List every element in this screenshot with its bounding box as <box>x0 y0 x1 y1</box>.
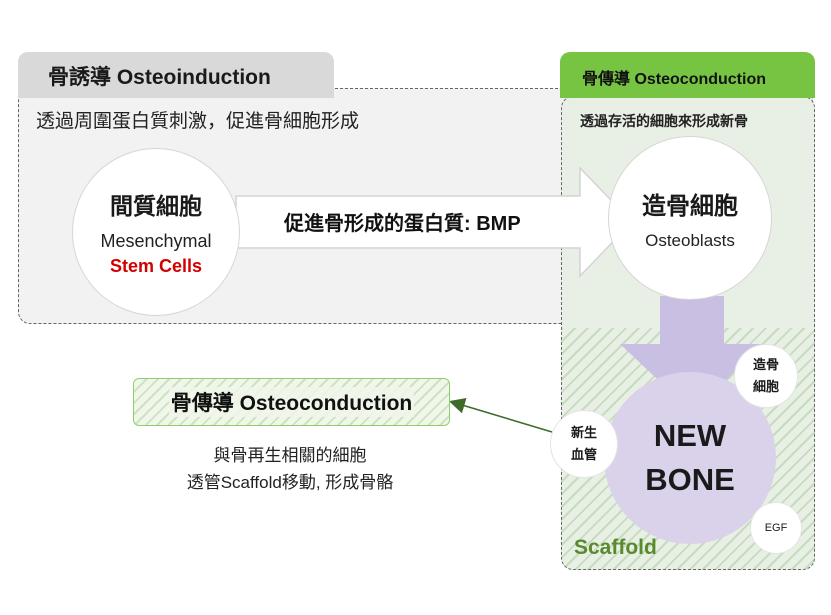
summary-line1: 與骨再生相關的細胞 <box>213 446 367 465</box>
new-bone-label: NEW BONE <box>604 414 776 502</box>
scaffold-label: Scaffold <box>574 536 657 559</box>
new-bone-line2: BONE <box>645 462 735 497</box>
summary-line2: 透管Scaffold移動, 形成骨骼 <box>186 473 394 492</box>
osteoblast-circle: 造骨細胞 Osteoblasts <box>608 136 772 300</box>
new-bone-line1: NEW <box>653 418 727 453</box>
mesenchymal-stem-cell-circle: 間質細胞 Mesenchymal Stem Cells <box>72 148 240 316</box>
msc-name-en-line2: Stem Cells <box>109 256 203 276</box>
osteoblast-name-en: Osteoblasts <box>645 230 735 250</box>
osteoblast-small-circle: 造骨 細胞 <box>734 344 798 408</box>
vessel-small-line1: 新生 <box>570 425 597 440</box>
osteoconduction-title: 骨傳導 Osteoconduction <box>560 52 815 98</box>
osteoconduction-summary-title: 骨傳導 Osteoconduction <box>133 378 450 426</box>
vessel-small-line2: 血管 <box>570 447 597 462</box>
msc-name-en-line1: Mesenchymal <box>100 231 212 251</box>
osteoblast-small-line1: 造骨 <box>752 357 779 372</box>
egf-label: EGF <box>764 522 788 534</box>
osteoconduction-summary-title-text: 骨傳導 Osteoconduction <box>168 387 415 417</box>
egf-small-circle: EGF <box>750 502 802 554</box>
bmp-arrow <box>235 166 634 278</box>
bone-formation-arrow <box>620 296 764 412</box>
osteoinduction-description: 透過周圍蛋白質刺激，促進骨細胞形成 <box>36 111 360 132</box>
osteoconduction-description: 透過存活的細胞來形成新骨 <box>580 113 748 129</box>
blood-vessel-small-circle: 新生 血管 <box>550 410 618 478</box>
osteoblast-name-zh: 造骨細胞 <box>642 192 738 220</box>
osteoblast-small-line2: 細胞 <box>752 379 779 394</box>
osteoinduction-title: 骨誘導 Osteoinduction <box>18 52 334 98</box>
osteoconduction-summary-description: 與骨再生相關的細胞 透管Scaffold移動, 形成骨骼 <box>150 442 430 496</box>
msc-name-zh: 間質細胞 <box>110 193 202 219</box>
bmp-arrow-label: 促進骨形成的蛋白質: BMP <box>284 213 521 235</box>
leader-arrow <box>448 398 553 433</box>
